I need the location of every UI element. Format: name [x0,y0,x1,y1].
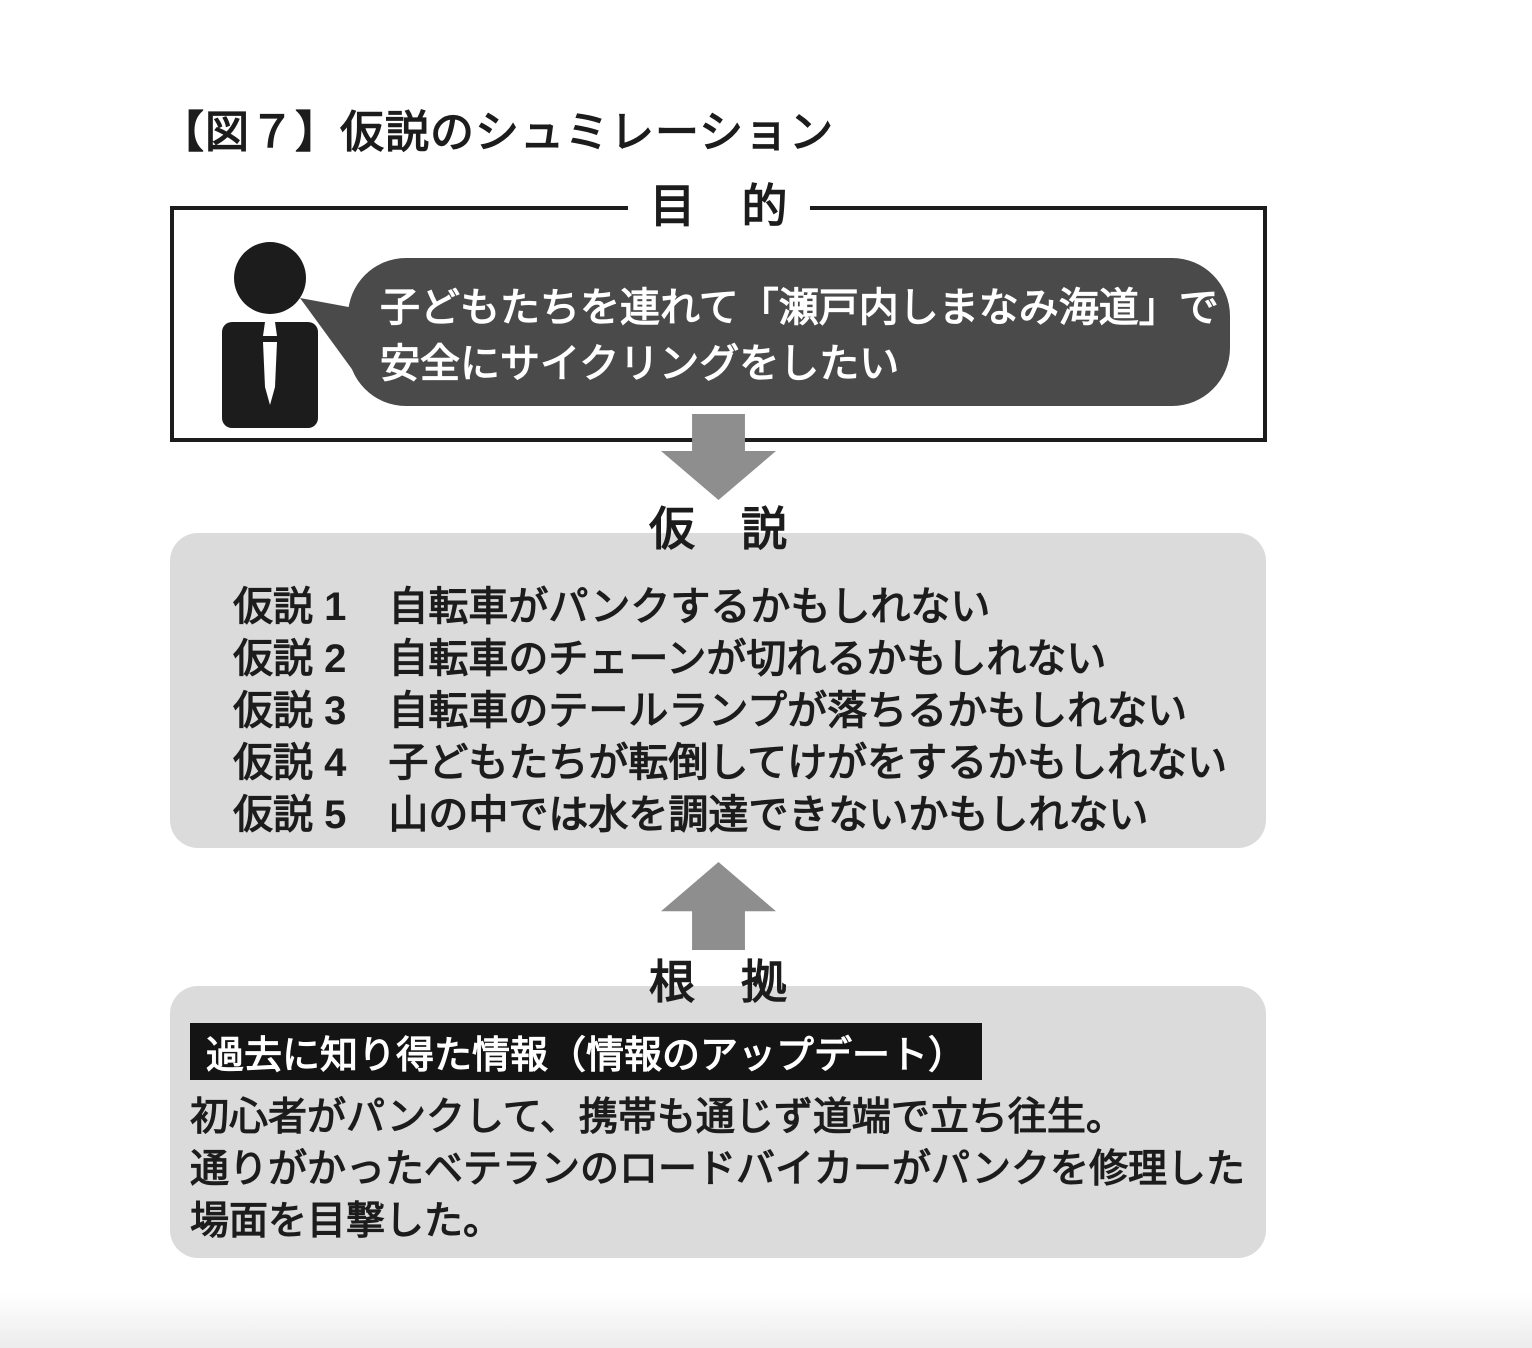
arrow-up-icon [661,862,776,950]
purpose-statement: 子どもたちを連れて「瀬戸内しまなみ海道」で安全にサイクリングをしたい [348,258,1230,392]
hypothesis-item-label: 仮説 3 [233,689,347,733]
evidence-highlight-label: 過去に知り得た情報（情報のアップデート） [190,1023,983,1080]
hypothesis-item-label: 仮説 4 [233,741,347,785]
hypothesis-item: 仮説 4 子どもたちが転倒してけがをするかもしれない [233,733,1266,785]
evidence-body-line1: 初心者がパンクして、携帯も通じず道端で立ち往生。 [190,1096,1125,1139]
purpose-section: 目 的 子どもたちを連れて「瀬戸内しまなみ海道」で安全にサイクリングをしたい [170,179,1267,442]
evidence-body: 初心者がパンクして、携帯も通じず道端で立ち往生。通りがかったベテランのロードバイ… [190,1092,1245,1248]
hypothesis-item: 仮説 3 自転車のテールランプが落ちるかもしれない [233,681,1266,733]
evidence-heading: 根 拠 [649,956,787,1008]
figure-title: 【図７】仮説のシュミレーション [160,108,835,157]
hypothesis-item: 仮説 1 自転車がパンクするかもしれない [233,577,1266,629]
hypothesis-item-text: 自転車のチェーンが切れるかもしれない [388,637,1107,681]
speech-bubble-tail-icon [300,298,354,372]
evidence-section: 根 拠 過去に知り得た情報（情報のアップデート） 初心者がパンクして、携帯も通じ… [170,956,1266,1258]
hypothesis-item-text: 自転車がパンクするかもしれない [388,585,991,629]
hypothesis-item-text: 子どもたちが転倒してけがをするかもしれない [388,741,1228,785]
hypothesis-item-label: 仮説 5 [233,793,347,837]
hypothesis-item-label: 仮説 1 [233,585,347,629]
purpose-heading: 目 的 [627,179,810,233]
hypothesis-item: 仮説 5 山の中では水を調達できないかもしれない [233,785,1266,837]
hypothesis-item-text: 自転車のテールランプが落ちるかもしれない [388,689,1188,733]
hypothesis-list: 仮説 1 自転車がパンクするかもしれない 仮説 2 自転車のチェーンが切れるかも… [233,577,1266,837]
purpose-statement-line2: 安全にサイクリングをしたい [380,342,900,386]
hypothesis-section: 仮 説 仮説 1 自転車がパンクするかもしれない 仮説 2 自転車のチェーンが切… [170,503,1266,848]
hypothesis-item: 仮説 2 自転車のチェーンが切れるかもしれない [233,629,1266,681]
person-icon [222,242,318,428]
evidence-body-line3: 場面を目撃した。 [190,1200,503,1243]
hypothesis-heading: 仮 説 [649,503,787,555]
hypothesis-item-text: 山の中では水を調達できないかもしれない [388,793,1149,837]
hypothesis-item-label: 仮説 2 [233,637,347,681]
purpose-statement-line1: 子どもたちを連れて「瀬戸内しまなみ海道」で [380,286,1219,330]
evidence-body-line2: 通りがかったベテランのロードバイカーがパンクを修理した [190,1148,1245,1191]
speech-bubble: 子どもたちを連れて「瀬戸内しまなみ海道」で安全にサイクリングをしたい [300,258,1230,406]
